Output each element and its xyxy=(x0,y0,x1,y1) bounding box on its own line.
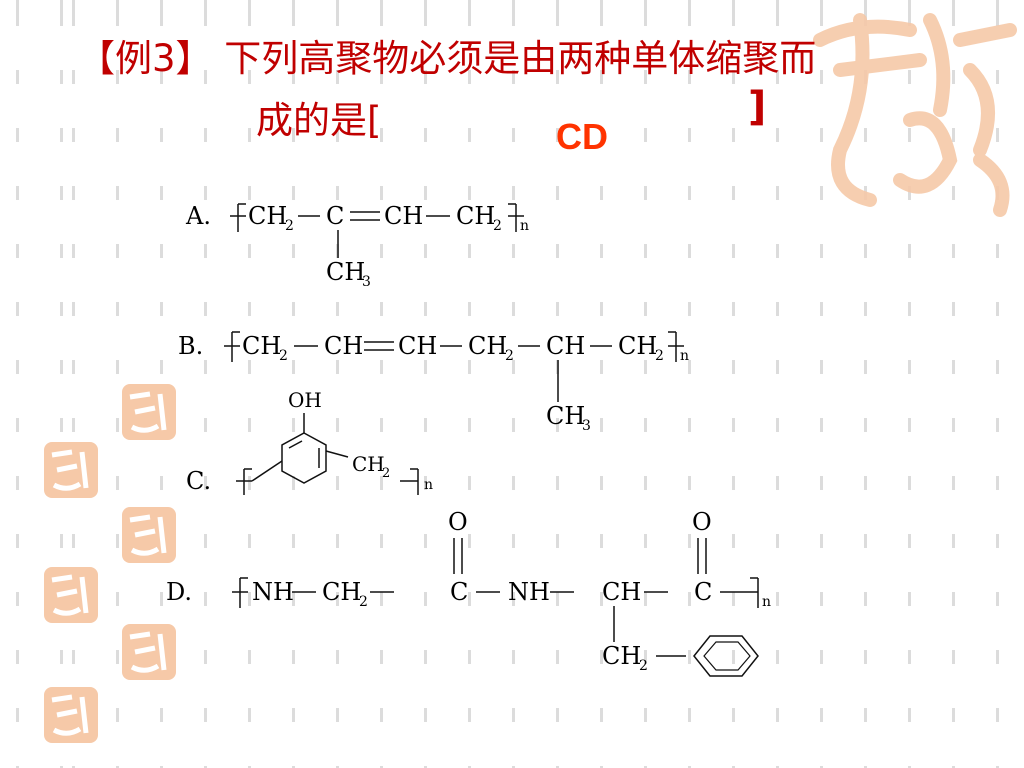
option-a-atom: C xyxy=(326,202,344,230)
option-c-hydroxyl: OH xyxy=(288,388,322,412)
option-d-repeat: n xyxy=(762,594,771,610)
option-d-oxygen: O xyxy=(448,508,468,536)
option-d-atom: NH xyxy=(508,578,550,606)
option-b-subscript: 2 xyxy=(655,348,664,364)
option-c-subscript: 2 xyxy=(382,466,390,481)
option-d-formula: D. NH CH 2 O C NH CH O C n CH 2 xyxy=(166,508,771,677)
option-c-repeat: n xyxy=(424,477,433,493)
option-d-subscript: 2 xyxy=(639,658,648,674)
option-a-label: A. xyxy=(185,202,211,230)
option-d-branch: CH xyxy=(602,642,641,670)
option-a-subscript: 2 xyxy=(493,218,502,234)
option-b-subscript: 2 xyxy=(279,348,288,364)
answer-text: CD xyxy=(556,116,608,157)
option-a-formula: A. CH 2 C CH CH 2 n CH 3 xyxy=(185,202,529,290)
option-c-group: CH xyxy=(352,452,385,476)
seal-watermark xyxy=(813,13,1017,217)
option-b-subscript: 2 xyxy=(505,348,514,364)
seal-watermark xyxy=(122,384,176,440)
option-b-repeat: n xyxy=(680,348,689,364)
seal-watermark xyxy=(122,507,176,563)
question-line-2: 成的是[ xyxy=(256,99,382,142)
option-d-subscript: 2 xyxy=(359,594,368,610)
seal-watermark xyxy=(44,687,98,743)
seal-watermark xyxy=(122,624,176,680)
option-d-atom: NH xyxy=(252,578,294,606)
option-a-subscript: 3 xyxy=(362,274,371,290)
benzene-ring-icon xyxy=(281,432,327,484)
option-b-subscript: 3 xyxy=(582,418,591,434)
option-d-atom: C xyxy=(694,578,712,606)
seal-watermark xyxy=(44,567,98,623)
option-b-atom: CH xyxy=(546,332,585,360)
option-b-branch: CH xyxy=(546,402,585,430)
option-d-atom: C xyxy=(450,578,468,606)
option-b-atom: CH xyxy=(618,332,657,360)
option-a-repeat: n xyxy=(520,218,529,234)
option-a-atom: CH xyxy=(456,202,495,230)
option-a-subscript: 2 xyxy=(285,218,294,234)
option-d-label: D. xyxy=(166,578,192,606)
question-title: 【例3】 下列高聚物必须是由两种单体缩聚而 成的是[ xyxy=(78,28,978,152)
option-b-label: B. xyxy=(178,332,203,360)
option-d-atom: CH xyxy=(602,578,641,606)
option-a-atom: CH xyxy=(248,202,287,230)
answer-bracket-close: ] xyxy=(748,84,767,130)
option-d-atom: CH xyxy=(322,578,361,606)
option-a-atom: CH xyxy=(384,202,423,230)
option-b-atom: CH xyxy=(324,332,363,360)
question-line-1: 【例3】 下列高聚物必须是由两种单体缩聚而 xyxy=(78,37,817,80)
option-b-atom: CH xyxy=(398,332,437,360)
seal-watermark xyxy=(44,442,98,498)
option-a-branch: CH xyxy=(326,258,365,286)
benzene-ring-icon xyxy=(693,635,759,677)
option-b-formula: B. CH 2 CH CH CH 2 CH CH 2 n CH 3 xyxy=(178,331,689,434)
option-c-label: C. xyxy=(186,467,211,495)
option-c-formula: OH CH 2 C. n xyxy=(186,388,433,495)
option-b-atom: CH xyxy=(468,332,507,360)
option-b-atom: CH xyxy=(242,332,281,360)
option-d-oxygen: O xyxy=(692,508,712,536)
